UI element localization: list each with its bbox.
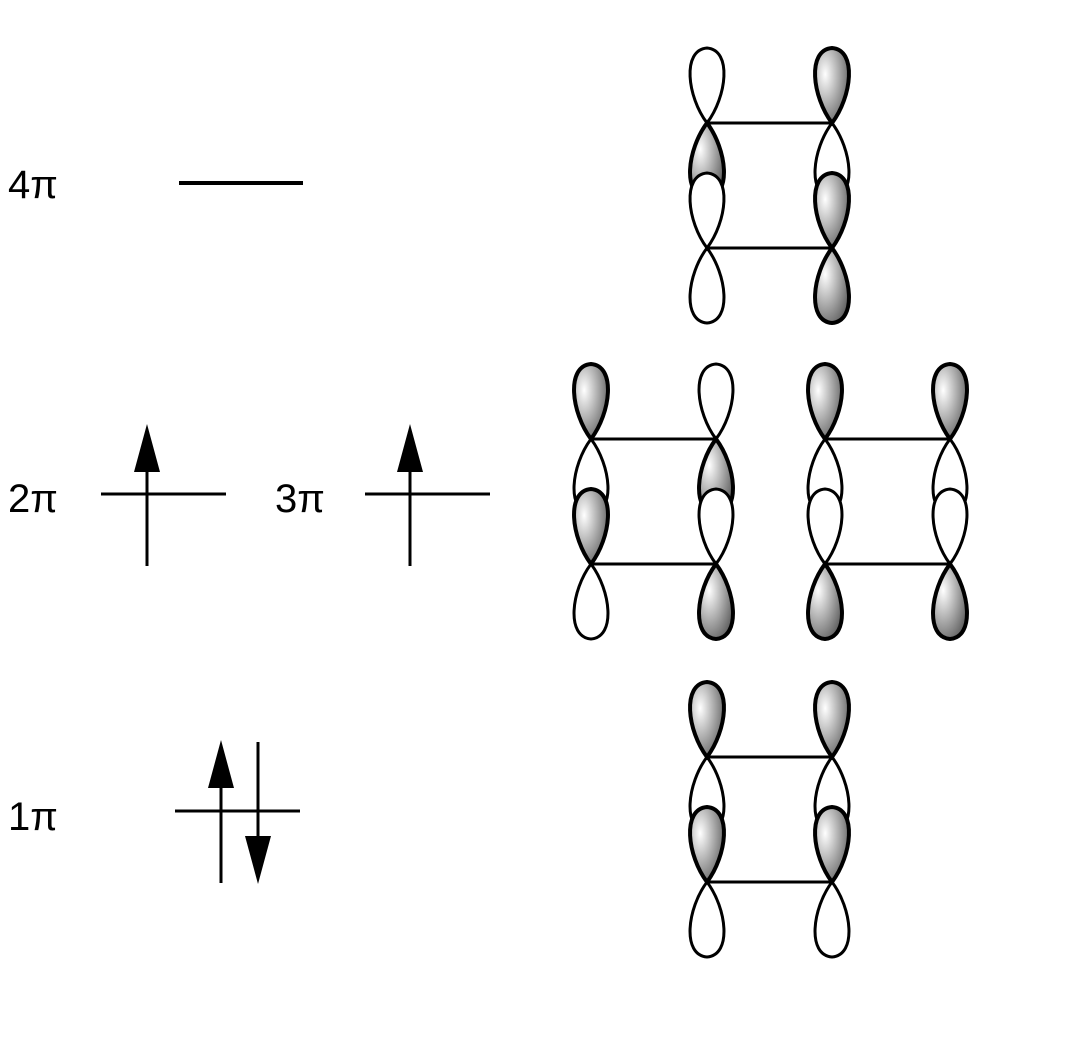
- p-lobe-shaded: [813, 244, 851, 326]
- p-lobe-empty: [688, 245, 726, 325]
- p-lobe-empty: [688, 46, 726, 126]
- p-lobe-shaded: [572, 361, 610, 443]
- p-lobe-shaded: [806, 361, 844, 443]
- p-lobe-shaded: [572, 486, 610, 568]
- level-label-1pi: 1π: [8, 795, 58, 839]
- p-lobe-shaded: [688, 804, 726, 886]
- p-lobe-empty: [572, 561, 610, 641]
- p-lobe-empty: [688, 171, 726, 251]
- p-lobe-shaded: [813, 45, 851, 127]
- orbital-1pi: [688, 679, 851, 959]
- electron-up-arrow-1pi: [208, 740, 234, 883]
- orbital-2pi: [572, 361, 735, 642]
- orbital-3pi: [806, 361, 969, 642]
- p-lobe-empty: [806, 487, 844, 567]
- electron-up-arrow-3pi: [397, 424, 423, 566]
- p-lobe-shaded: [931, 361, 969, 443]
- p-lobe-shaded: [931, 560, 969, 642]
- p-lobe-shaded: [813, 170, 851, 252]
- level-label-4pi: 4π: [8, 163, 58, 207]
- p-lobe-empty: [697, 487, 735, 567]
- p-lobe-empty: [697, 362, 735, 442]
- p-lobe-empty: [688, 879, 726, 959]
- p-lobe-shaded: [813, 804, 851, 886]
- p-lobe-shaded: [806, 560, 844, 642]
- level-label-3pi: 3π: [275, 477, 325, 521]
- orbital-4pi: [688, 45, 851, 326]
- electron-down-arrow-1pi: [245, 742, 271, 884]
- p-lobe-empty: [931, 487, 969, 567]
- level-label-2pi: 2π: [8, 477, 58, 521]
- p-lobe-shaded: [688, 679, 726, 761]
- p-lobe-shaded: [697, 560, 735, 642]
- p-lobe-empty: [813, 879, 851, 959]
- electron-up-arrow-2pi: [134, 424, 160, 566]
- p-lobe-shaded: [813, 679, 851, 761]
